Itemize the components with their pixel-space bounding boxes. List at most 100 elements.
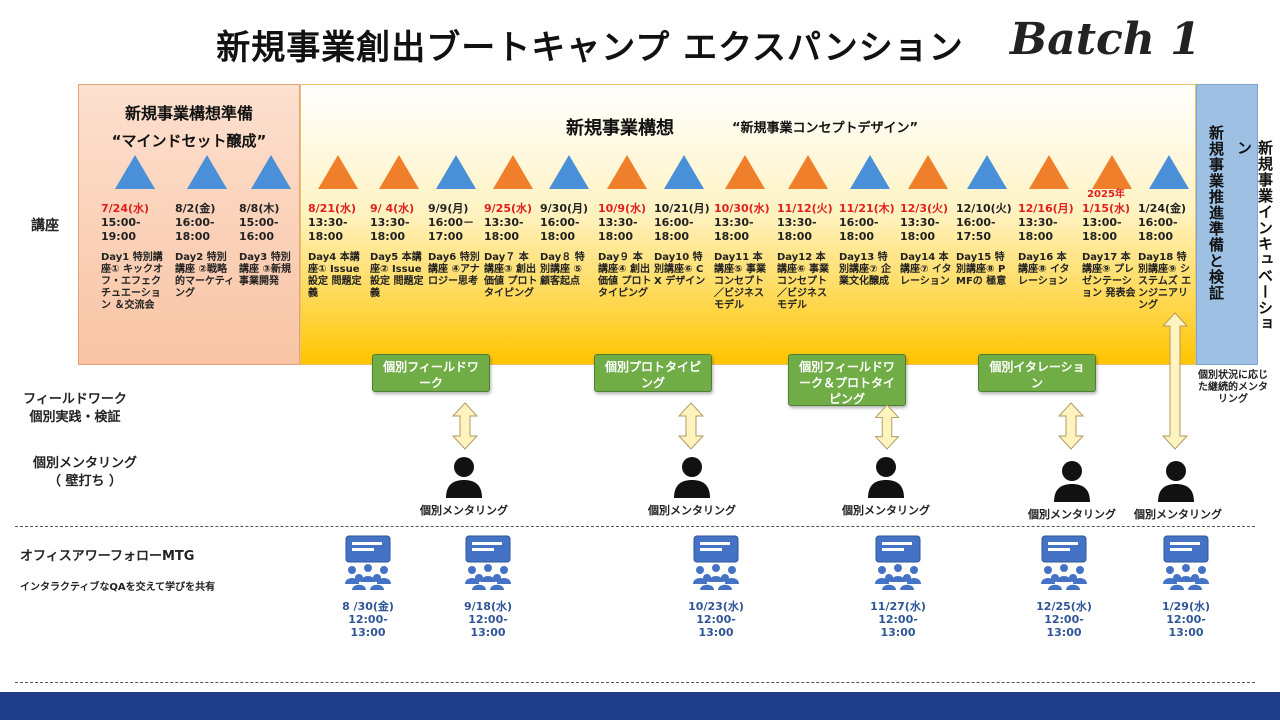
mtg-time2: 13:00 xyxy=(350,626,386,639)
session-date: 10/21(月)16:00-18:00 xyxy=(654,202,710,244)
mtg-time2: 13:00 xyxy=(1046,626,1082,639)
mtg-date: 8 /30(金) xyxy=(342,600,394,613)
mtg-time2: 13:00 xyxy=(880,626,916,639)
session-time-start: 13:30- xyxy=(900,216,940,229)
session-date-text: 8/8(木) xyxy=(239,202,280,215)
session-marker-orange xyxy=(379,155,419,189)
prototyping-box: 個別プロトタイピング xyxy=(594,354,712,392)
mtg-date: 1/29(水)12:00-13:00 xyxy=(1146,600,1226,639)
session-marker-orange xyxy=(1029,155,1069,189)
session-description: Day11 本講座⑤ 事業コンセプト／ビジネスモデル xyxy=(714,252,766,311)
session-date: 9/30(月)16:00-18:00 xyxy=(540,202,588,244)
session-date: 10/30(水)13:30-18:00 xyxy=(714,202,770,244)
session-time-start: 15:00- xyxy=(239,216,279,229)
session-marker-blue xyxy=(115,155,155,189)
session-date-text: 8/21(水) xyxy=(308,202,357,215)
session-description: Day14 本講座⑦ イタレーション xyxy=(900,252,952,287)
session-time-end: 18:00 xyxy=(777,230,813,243)
iteration-box: 個別イタレーション xyxy=(978,354,1096,392)
double-arrow-icon xyxy=(452,402,478,450)
session-date: 8/8(木)15:00-16:00 xyxy=(239,202,279,244)
session-time-end: 16:00 xyxy=(239,230,275,243)
session-date-text: 9/25(水) xyxy=(484,202,533,215)
meeting-icon xyxy=(1041,535,1087,590)
meeting-icon xyxy=(1163,535,1209,590)
session-description: Day5 本講座② Issue設定 問題定義 xyxy=(370,252,424,299)
session-time-start: 16:00- xyxy=(540,216,580,229)
session-marker-orange xyxy=(493,155,533,189)
session-description: Day13 特別講座⑦ 企業文化醸成 xyxy=(839,252,891,287)
batch-label: Batch 1 xyxy=(1010,14,1201,65)
mtg-date: 8 /30(金)12:00-13:00 xyxy=(328,600,408,639)
session-marker-orange xyxy=(725,155,765,189)
double-arrow-icon xyxy=(678,402,704,450)
session-time-end: 18:00 xyxy=(484,230,520,243)
session-year: 2025年 xyxy=(1087,189,1125,200)
prep-title: 新規事業構想準備 xyxy=(124,104,253,123)
session-date: 12/10(火)16:00-17:50 xyxy=(956,202,1012,244)
session-marker-orange xyxy=(908,155,948,189)
mentoring-sublabel: （ 壁打ち ） xyxy=(47,474,123,489)
mtg-date: 10/23(水)12:00-13:00 xyxy=(676,600,756,639)
session-date: 8/2(金)16:00-18:00 xyxy=(175,202,215,244)
session-marker-orange xyxy=(318,155,358,189)
person-icon xyxy=(868,457,904,498)
divider-line xyxy=(15,682,1255,683)
incubation-col2: 新規事業推進準備と検証 xyxy=(1207,125,1225,301)
course-label: 講座 xyxy=(31,218,59,234)
session-date-text: 10/30(水) xyxy=(714,202,770,215)
session-time-start: 16:00- xyxy=(654,216,694,229)
prep-subtitle: “マインドセット醸成” xyxy=(111,132,267,150)
session-time-end: 18:00 xyxy=(839,230,875,243)
main-phase-panel xyxy=(300,84,1196,365)
meeting-icon xyxy=(875,535,921,590)
session-time-end: 18:00 xyxy=(714,230,750,243)
session-date-text: 9/ 4(水) xyxy=(370,202,415,215)
session-description: Day2 特別講座 ②戦略的マーケティング xyxy=(175,252,235,299)
incubation-phase-panel xyxy=(1196,84,1258,365)
divider-line xyxy=(15,526,1255,527)
session-date: 9/25(水)13:30-18:00 xyxy=(484,202,532,244)
session-description: Day1 特別講座① キックオフ・エフェクチュエーション ＆交流会 xyxy=(101,252,163,311)
session-marker-blue xyxy=(251,155,291,189)
session-marker-orange xyxy=(607,155,647,189)
session-time-end: 17:50 xyxy=(956,230,992,243)
session-marker-blue xyxy=(664,155,704,189)
double-arrow-icon xyxy=(1058,402,1084,450)
mtg-date: 12/25(水) xyxy=(1036,600,1092,613)
session-time-start: 13:30- xyxy=(777,216,817,229)
footer-bar xyxy=(0,692,1280,720)
session-time-start: 13:00- xyxy=(1082,216,1122,229)
session-time-end: 18:00 xyxy=(370,230,406,243)
session-time-start: 13:30- xyxy=(598,216,638,229)
office-hour-sublabel: インタラクティブなQAを交えて学びを共有 xyxy=(20,582,216,593)
session-date-text: 12/10(火) xyxy=(956,202,1012,215)
meeting-icon xyxy=(465,535,511,590)
fieldwork-box: 個別フィールドワーク xyxy=(372,354,490,392)
person-icon xyxy=(1158,461,1194,502)
session-time-start: 16:00- xyxy=(956,216,996,229)
fieldwork-prototyping-box: 個別フィールドワーク＆プロトタイピング xyxy=(788,354,906,406)
double-arrow-icon xyxy=(874,404,900,450)
mtg-time1: 12:00- xyxy=(878,613,918,626)
session-description: Day８ 特別講座 ⑤ 顧客起点 xyxy=(540,252,585,287)
session-time-end: 18:00 xyxy=(1018,230,1054,243)
mtg-time2: 13:00 xyxy=(1168,626,1204,639)
session-description: Day6 特別講座 ④アナロジー思考 xyxy=(428,252,480,287)
session-time-start: 13:30- xyxy=(714,216,754,229)
session-description: Day９ 本講座④ 創出価値 プロトタイピング xyxy=(598,252,652,299)
person-icon xyxy=(674,457,710,498)
mtg-date: 9/18(水)12:00-13:00 xyxy=(448,600,528,639)
mtg-date: 11/27(水)12:00-13:00 xyxy=(858,600,938,639)
session-time-end: 19:00 xyxy=(101,230,137,243)
session-date: 11/12(火)13:30-18:00 xyxy=(777,202,833,244)
mentoring-label: 個別メンタリング xyxy=(1134,508,1222,521)
session-time-start: 13:30- xyxy=(370,216,410,229)
main-title: 新規事業構想 xyxy=(566,118,674,139)
session-marker-blue xyxy=(1149,155,1189,189)
session-date: 10/9(水)13:30-18:00 xyxy=(598,202,646,244)
session-date: 1/24(金)16:00-18:00 xyxy=(1138,202,1186,244)
mtg-time1: 12:00- xyxy=(468,613,508,626)
session-date-text: 12/16(月) xyxy=(1018,202,1074,215)
mtg-date: 11/27(水) xyxy=(870,600,926,613)
